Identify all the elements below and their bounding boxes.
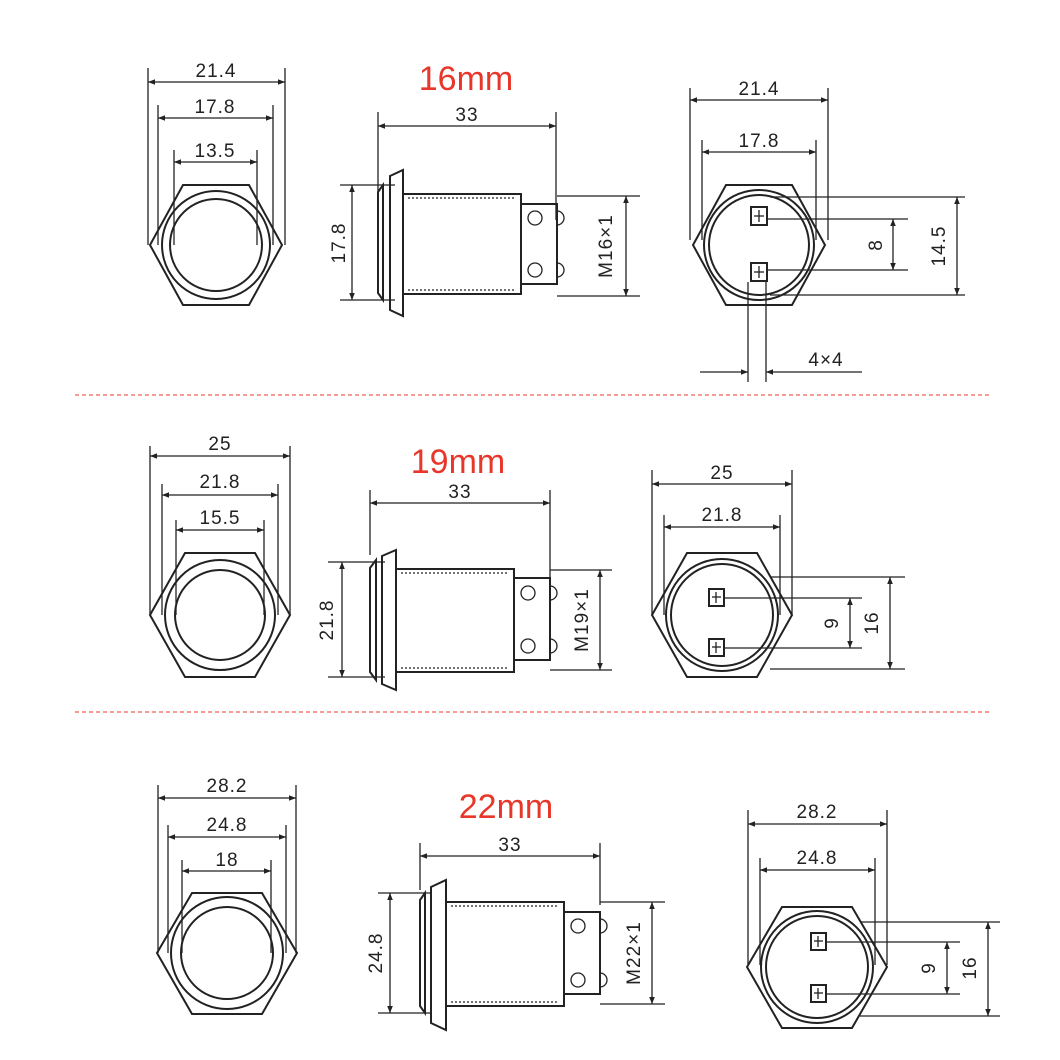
hex-nut-side (430, 878, 447, 1032)
middle-diameter-label: 24.8 (797, 848, 838, 869)
outer-diameter-label: 25 (710, 463, 733, 484)
side-view: 33 21.8 M19×1 (317, 482, 612, 692)
middle-diameter-label: 21.8 (702, 505, 743, 526)
front-view: 21.4 17.8 13.5 (147, 61, 286, 306)
front-view: 28.2 24.8 18 (155, 776, 299, 1015)
overall-height-label: 16 (960, 956, 981, 979)
threaded-body (402, 193, 522, 295)
hex-nut-side (389, 168, 404, 318)
button-face (174, 569, 266, 661)
inner-diameter-label: 13.5 (195, 141, 236, 162)
thread-label: M16×1 (596, 214, 617, 278)
threaded-body (395, 568, 515, 673)
front-view: 25 21.8 15.5 (148, 434, 292, 678)
pin-spacing-label: 8 (866, 239, 887, 251)
section-title: 16mm (419, 60, 513, 98)
outer-diameter-label: 21.4 (739, 79, 780, 100)
inner-diameter-label: 15.5 (200, 508, 241, 529)
middle-diameter-label: 21.8 (200, 472, 241, 493)
length-label: 33 (455, 105, 478, 126)
section-title: 22mm (459, 788, 553, 826)
middle-diameter-label: 24.8 (207, 815, 248, 836)
back-view: 28.2 24.8 9 16 (745, 802, 1000, 1029)
height-label: 21.8 (317, 600, 338, 641)
outer-diameter-label: 21.4 (196, 61, 237, 82)
hex-nut-outline (650, 552, 794, 678)
inner-diameter-label: 18 (215, 850, 238, 871)
thread-label: M19×1 (572, 588, 593, 652)
threaded-body (445, 901, 565, 1007)
overall-height-label: 16 (862, 611, 883, 634)
section-19mm: 19mm 25 21.8 15.5 33 21.8 (148, 434, 905, 692)
pin-spacing-label: 9 (919, 962, 940, 974)
outer-diameter-label: 28.2 (207, 776, 248, 797)
hex-nut-outline (148, 184, 284, 306)
section-16mm: 16mm 21.4 17.8 13.5 33 (147, 60, 965, 382)
hex-nut-outline (745, 906, 889, 1029)
length-label: 33 (448, 482, 471, 503)
height-label: 24.8 (366, 933, 387, 974)
hex-nut-outline (155, 892, 299, 1015)
section-22mm: 22mm 28.2 24.8 18 33 24.8 (155, 776, 1000, 1032)
overall-height-label: 14.5 (929, 226, 950, 267)
hex-nut-outline (691, 184, 827, 306)
button-face (180, 906, 274, 1000)
middle-diameter-label: 17.8 (195, 97, 236, 118)
thread-label: M22×1 (624, 921, 645, 985)
side-view: 33 17.8 M16×1 (329, 105, 640, 318)
terminal-size-label: 4×4 (808, 350, 843, 371)
hex-nut-side (381, 548, 397, 692)
terminal-bottom (750, 262, 768, 282)
section-title: 19mm (411, 443, 505, 481)
terminal-top (750, 206, 768, 226)
pin-spacing-label: 9 (822, 617, 843, 629)
side-view: 33 24.8 M22×1 (366, 835, 665, 1032)
outer-diameter-label: 28.2 (797, 802, 838, 823)
height-label: 17.8 (329, 223, 350, 264)
back-view: 25 21.8 9 16 (650, 463, 905, 678)
button-face (169, 198, 263, 292)
length-label: 33 (498, 835, 521, 856)
outer-diameter-label: 25 (208, 434, 231, 455)
middle-diameter-label: 17.8 (739, 131, 780, 152)
hex-nut-outline (148, 552, 292, 678)
back-view: 21.4 17.8 8 14.5 4×4 (689, 79, 965, 382)
